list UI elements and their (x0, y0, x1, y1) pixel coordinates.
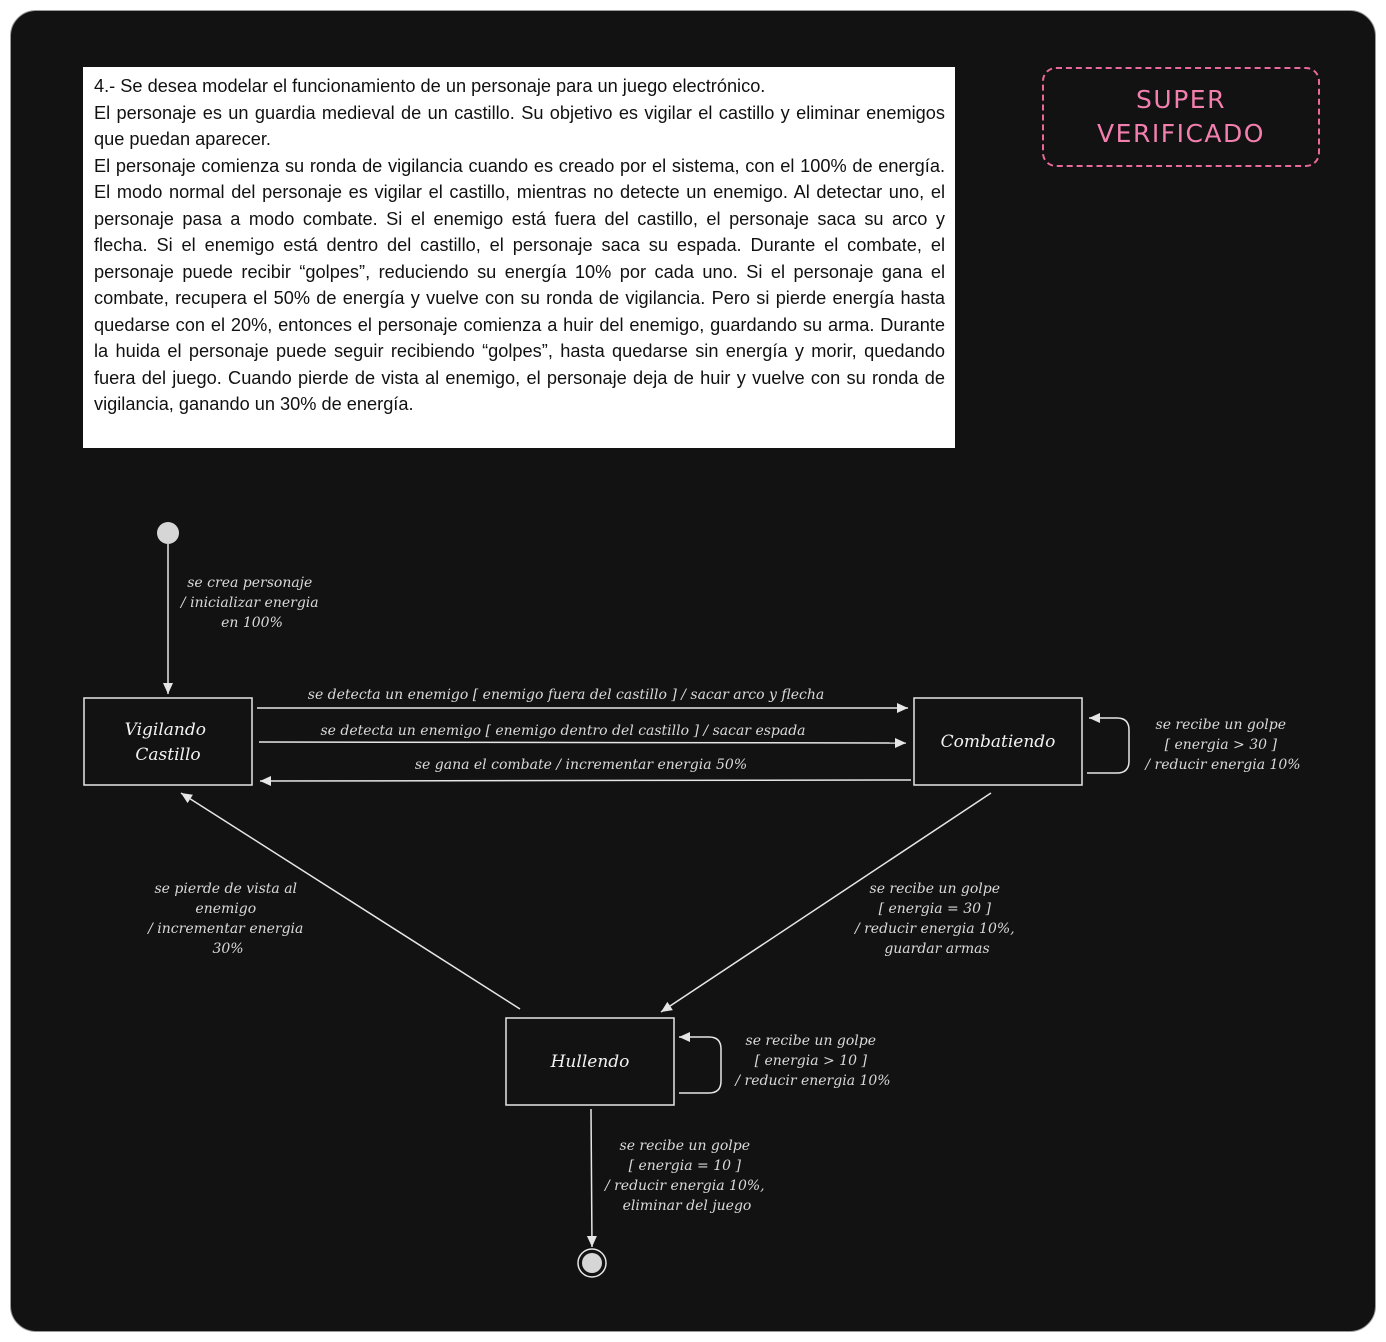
combat-self-label: se recibe un golpe [ energia > 30 ] / re… (1143, 717, 1300, 773)
stamp-line-1: SUPER (1136, 85, 1226, 114)
statement-paragraph-1: El personaje es un guardia medieval de u… (94, 102, 945, 150)
detect-outside-label: se detecta un enemigo [ enemigo fuera de… (308, 687, 824, 703)
combat-self-loop (1087, 713, 1130, 774)
state-huyendo: Hullendo (505, 1017, 675, 1106)
lose-sight-arrow (180, 792, 521, 1010)
verified-stamp: SUPER VERIFICADO (1042, 67, 1320, 167)
win-combat-arrow (259, 775, 912, 786)
svg-text:Combatiendo: Combatiendo (941, 732, 1056, 752)
die-transition-label: se recibe un golpe [ energia = 10 ] / re… (603, 1138, 769, 1214)
detect-inside-arrow (258, 737, 907, 748)
stamp-line-2: VERIFICADO (1097, 119, 1265, 148)
state-vigilando-castillo: Vigilando Castillo (83, 697, 253, 786)
flee-self-label: se recibe un golpe [ energia > 10 ] / re… (733, 1033, 890, 1089)
creation-transition-label: se crea personaje / inicializar energia … (179, 575, 323, 631)
start-fleeing-arrow (660, 792, 992, 1013)
flee-self-loop (679, 1032, 722, 1094)
problem-statement: 4.- Se desea modelar el funcionamiento d… (83, 67, 955, 448)
svg-text:Vigilando Castillo: Vigilando Castillo (125, 720, 212, 765)
diagram-canvas: 4.- Se desea modelar el funcionamiento d… (10, 10, 1376, 1332)
detect-inside-label: se detecta un enemigo [ enemigo dentro d… (320, 723, 805, 739)
statement-paragraph-2: El personaje comienza su ronda de vigila… (94, 155, 945, 415)
win-combat-label: se gana el combate / incrementar energia… (415, 757, 747, 773)
start-fleeing-label: se recibe un golpe [ energia = 30 ] / re… (853, 881, 1019, 957)
state-combatiendo: Combatiendo (913, 697, 1083, 786)
statement-heading: 4.- Se desea modelar el funcionamiento d… (94, 76, 766, 96)
final-state (577, 1248, 607, 1278)
state-diagram: se crea personaje / inicializar energia … (83, 522, 1301, 1278)
die-transition-arrow (586, 1108, 597, 1248)
initial-state (157, 522, 179, 544)
lose-sight-label: se pierde de vista al enemigo / incremen… (146, 881, 308, 957)
svg-text:Hullendo: Hullendo (550, 1052, 630, 1072)
